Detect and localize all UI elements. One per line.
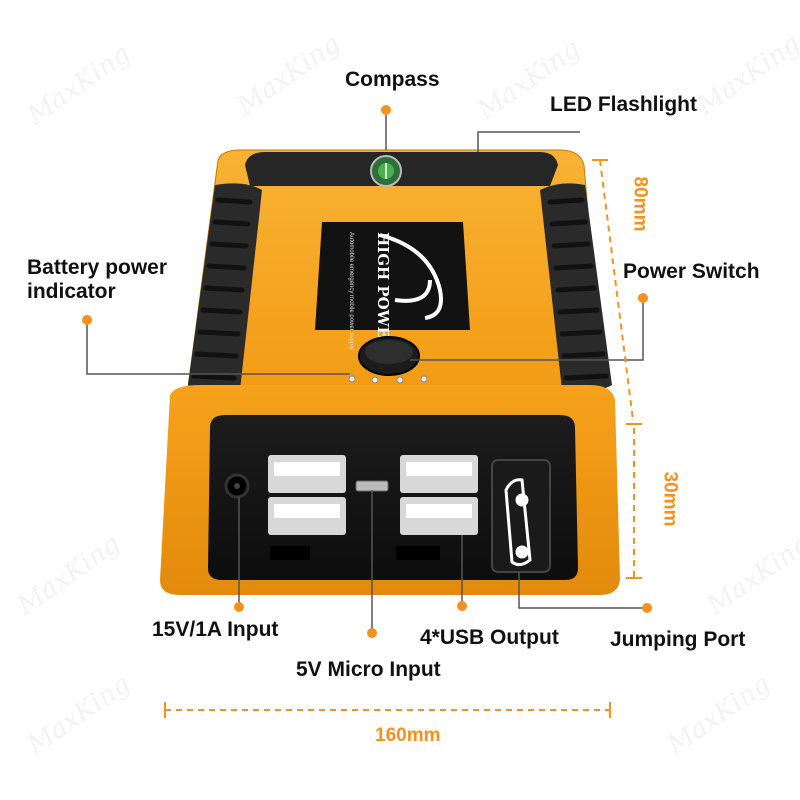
dimension-lines: [165, 159, 635, 711]
power-button-cap: [365, 340, 413, 364]
input-15v-label: 15V/1A Input: [152, 618, 279, 641]
usb-ports-left: [268, 455, 346, 535]
callout-lines: [86, 108, 645, 632]
micro-input-label: 5V Micro Input: [296, 658, 441, 681]
jumping-port-label: Jumping Port: [610, 628, 746, 651]
brand-tagline: Automobile emergency mobile power supply: [348, 232, 354, 350]
usb-output-label: 4*USB Output: [420, 626, 559, 649]
height-dimension-label: 30mm: [659, 471, 681, 527]
depth-dimension-label: 80mm: [629, 176, 651, 232]
power-switch-label: Power Switch: [623, 260, 760, 283]
port-slot: [396, 546, 440, 560]
battery-indicator-label-line1: Battery power: [27, 256, 168, 279]
port-slot: [270, 546, 310, 560]
led-flashlight-label: LED Flashlight: [550, 93, 697, 116]
callout-dots: [82, 105, 652, 638]
right-grip-ridges: [547, 197, 609, 381]
battery-indicator-leds: [348, 375, 428, 384]
micro-usb-port: [355, 480, 389, 492]
compass-label: Compass: [345, 68, 440, 91]
dimension-ticks: [164, 159, 642, 718]
left-grip-ridges: [191, 197, 253, 381]
battery-indicator-label: Battery power indicator: [27, 256, 167, 304]
width-dimension-label: 160mm: [375, 725, 441, 746]
brand-label-panel: [315, 222, 470, 330]
jumping-port-car-icon: [504, 478, 532, 567]
car-outline-graphic: [379, 233, 443, 320]
brand-logo: HIGH POWER: [374, 232, 392, 351]
usb-ports-right: [400, 455, 478, 535]
battery-indicator-label-line2: indicator: [27, 280, 116, 304]
